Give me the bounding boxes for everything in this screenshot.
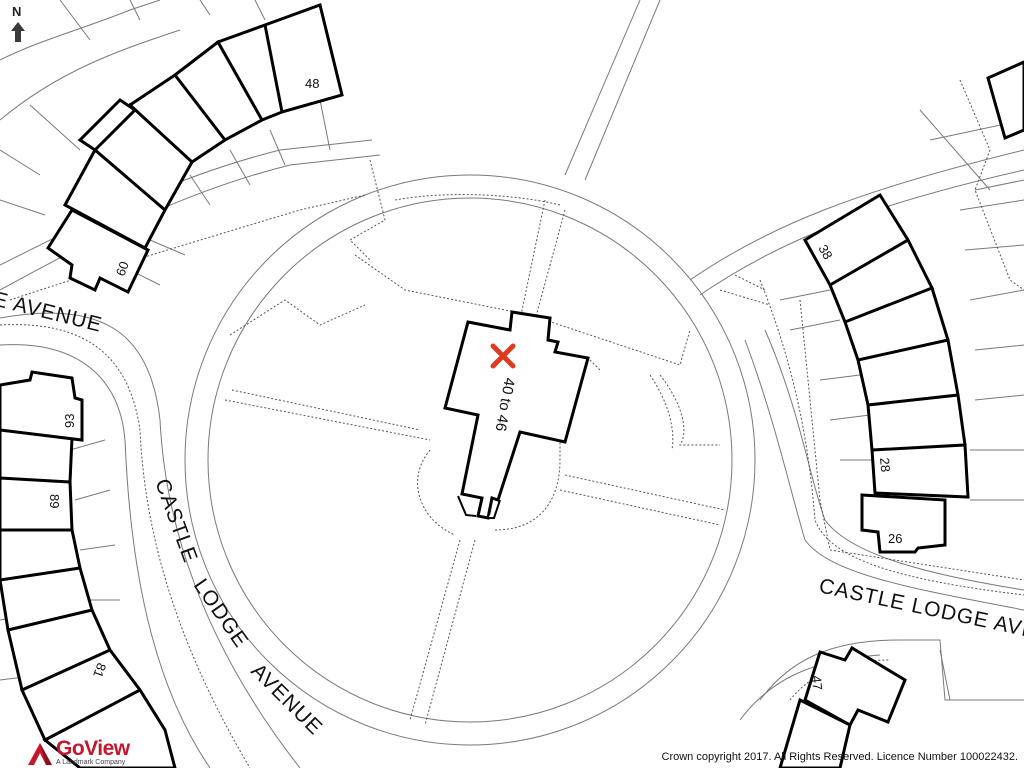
goview-logo: GoView A Landmark Company — [26, 737, 156, 767]
marker-stroke — [490, 343, 516, 369]
label-26: 26 — [888, 531, 902, 546]
house-top-right — [986, 60, 1024, 141]
label-81: 81 — [90, 661, 109, 680]
buildings — [0, 3, 1024, 768]
house-60 — [45, 208, 150, 295]
house-26 — [860, 493, 947, 554]
terrace-top-left — [62, 3, 344, 251]
north-arrow-icon: N — [6, 4, 30, 46]
north-label: N — [12, 4, 22, 19]
dotted-boundaries — [0, 79, 1024, 768]
goview-logo-icon — [28, 743, 52, 765]
terrace-left — [0, 426, 177, 768]
road-label-top-left: E AVENUE — [0, 288, 105, 337]
red-x-marker-icon[interactable] — [490, 343, 516, 369]
label-38: 38 — [815, 242, 835, 262]
terrace-right — [802, 192, 970, 499]
label-60: 60 — [113, 259, 132, 278]
goview-logo-tagline: A Landmark Company — [56, 759, 126, 766]
label-89: 89 — [47, 494, 62, 508]
central-building — [443, 310, 590, 520]
label-48: 48 — [305, 76, 319, 91]
house-93 — [0, 370, 84, 442]
label-28: 28 — [877, 457, 893, 473]
road-label-lodge: LODGE — [189, 575, 253, 653]
label-93: 93 — [62, 414, 77, 428]
goview-logo-text: GoView — [56, 737, 130, 760]
copyright-notice: Crown copyright 2017. All Rights Reserve… — [661, 751, 1018, 763]
label-47: 47 — [809, 675, 825, 691]
